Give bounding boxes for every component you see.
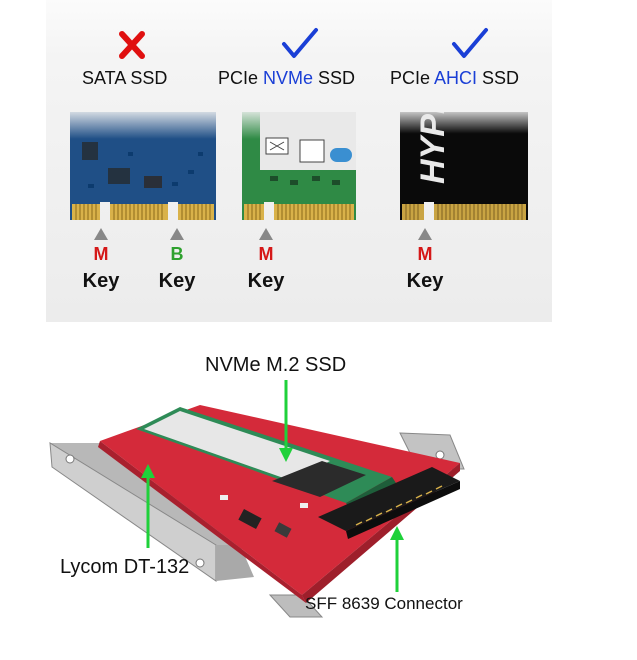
key-letter-m: M: [417, 244, 433, 264]
nvme-ssd-caption: NVMe M.2 SSD: [205, 354, 347, 376]
adapter-caption: Lycom DT-132: [60, 556, 190, 578]
sata-ssd-image: [70, 112, 216, 220]
adapter-image: [49, 405, 465, 618]
key-word: Key: [158, 270, 196, 292]
type-label-prefix: PCIe: [390, 68, 435, 88]
notch-pointer-icon: [94, 228, 108, 240]
key-letter-b: B: [170, 244, 184, 264]
type-label-accent: AHCI: [434, 68, 478, 88]
type-label-suffix: SSD: [477, 68, 520, 88]
type-label-text: SATA SSD: [82, 68, 168, 88]
x-icon: [119, 31, 145, 59]
pcie-ahci-ssd-label: PCIe AHCI SSD: [390, 68, 519, 89]
key-letter-m: M: [93, 244, 109, 264]
check-icon: [452, 28, 488, 58]
key-letter-m: M: [258, 244, 274, 264]
notch-pointer-icon: [418, 228, 432, 240]
key-word: Key: [82, 270, 120, 292]
notch-pointer-icon: [170, 228, 184, 240]
ahci-ssd-image: HYPER PR: [400, 112, 528, 220]
pcie-nvme-ssd-label: PCIe NVMe SSD: [218, 68, 355, 89]
notch-pointer-icon: [259, 228, 273, 240]
key-word: Key: [247, 270, 285, 292]
nvme-ssd-image: [242, 112, 356, 220]
connector-caption: SFF 8639 Connector: [305, 594, 463, 613]
type-label-prefix: PCIe: [218, 68, 264, 88]
type-label-accent: NVMe: [263, 68, 314, 88]
check-icon: [282, 28, 318, 58]
key-word: Key: [406, 270, 444, 292]
sata-ssd-label: SATA SSD: [82, 68, 167, 89]
type-label-suffix: SSD: [313, 68, 356, 88]
ssd-brand-text: HYPER PR: [414, 112, 452, 184]
